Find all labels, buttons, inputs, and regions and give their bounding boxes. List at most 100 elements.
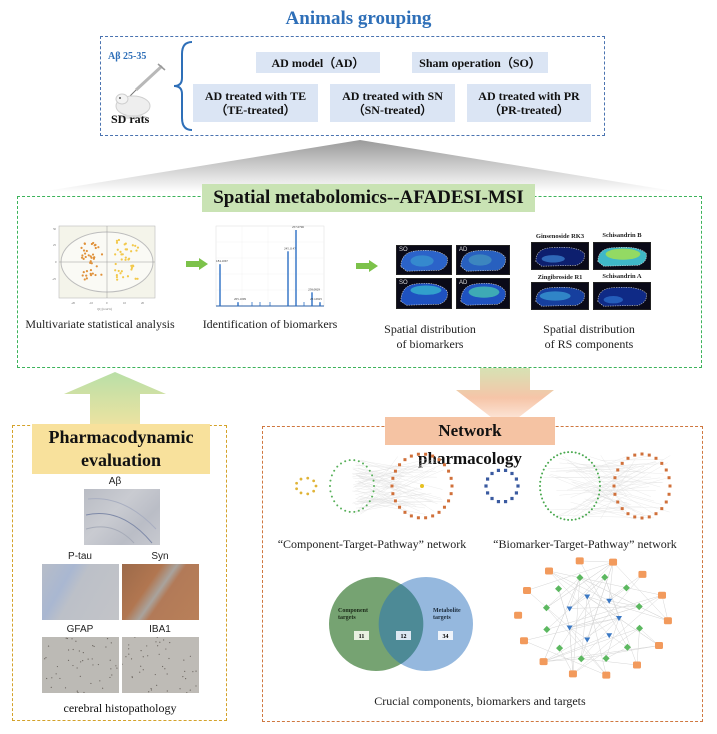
score-point <box>85 274 88 277</box>
pathway-node <box>416 452 420 456</box>
group-sublabel: （SN-treated） <box>352 103 433 117</box>
arrow-down-icon <box>456 368 554 428</box>
target-node <box>542 501 545 504</box>
pathway-node <box>437 510 441 514</box>
group-label: AD treated with SN <box>342 89 443 103</box>
funnel-gradient-shape <box>40 140 680 192</box>
target-node <box>663 617 672 625</box>
target-node <box>595 468 598 471</box>
score-point <box>85 277 88 280</box>
target-node <box>570 518 573 521</box>
target-node <box>329 479 332 482</box>
group-label: AD model（AD） <box>271 55 365 70</box>
target-node <box>539 493 542 496</box>
score-point <box>124 256 127 259</box>
cell-dot <box>109 676 111 679</box>
score-point <box>81 274 84 277</box>
score-point <box>87 254 90 257</box>
injection-label: Aβ 25-35 <box>108 51 147 62</box>
score-point <box>80 246 83 249</box>
target-node <box>575 557 584 565</box>
component-node <box>312 479 316 483</box>
cell-dot <box>79 675 81 677</box>
cell-dot <box>189 689 191 691</box>
cell-dot <box>115 665 117 667</box>
hub-node <box>420 484 424 488</box>
cell-dot <box>66 637 69 640</box>
arrow-up-icon <box>64 372 166 432</box>
score-point <box>120 253 123 256</box>
score-point <box>115 275 119 279</box>
component-node <box>306 492 310 496</box>
cell-dot <box>150 689 153 691</box>
cell-dot <box>67 649 70 651</box>
cell-dot <box>156 684 158 686</box>
component-target-pathway-network <box>295 452 454 520</box>
venn-count-overlap: 12 <box>401 634 407 640</box>
target-node <box>329 485 331 487</box>
pathway-node <box>416 516 420 520</box>
target-node <box>581 454 584 457</box>
score-point <box>116 248 119 251</box>
ms-peak-label: 221.0925 <box>310 297 322 301</box>
caption-spatial-rs-components: Spatial distribution of RS components <box>524 322 654 352</box>
cell-dot <box>164 668 166 670</box>
y-tick: -25 <box>52 277 56 281</box>
biomarker-node <box>602 654 610 662</box>
target-node <box>348 459 351 462</box>
cell-dot <box>76 690 78 692</box>
cell-dot <box>116 667 118 669</box>
group-te-treated: AD treated with TE （TE-treated） <box>193 84 318 122</box>
cell-dot <box>110 642 112 644</box>
msi-group-label: SO <box>399 280 408 286</box>
caption-line: Spatial distribution <box>384 322 476 336</box>
arrow-right-icon <box>356 260 378 272</box>
target-node <box>585 513 588 516</box>
biomarker-node <box>490 471 494 476</box>
pathway-node <box>409 454 413 458</box>
target-node <box>593 504 596 507</box>
pathway-node <box>447 499 451 503</box>
score-point <box>95 265 98 268</box>
cell-dot <box>195 685 197 687</box>
cell-dot <box>140 650 142 652</box>
pathway-node <box>613 476 617 480</box>
score-point <box>89 261 92 265</box>
rs-msi-image <box>531 282 589 310</box>
score-point <box>117 238 121 242</box>
caption-ctp-network: “Component-Target-Pathway” network <box>277 537 467 551</box>
rs-msi-image <box>593 242 651 270</box>
score-point <box>117 269 120 273</box>
cell-dot <box>50 686 52 688</box>
target-node <box>563 451 566 454</box>
pathway-node <box>633 453 637 457</box>
mass-spectrum-plot: 184.1067205.1009245.1147257.0796258.0829… <box>215 225 325 307</box>
component-node <box>584 594 591 600</box>
caption-identification-biomarkers: Identification of biomarkers <box>202 317 338 331</box>
score-point <box>82 257 85 260</box>
msi-group-label: AD <box>459 247 468 253</box>
rs-component-label: Schisandrin B <box>602 232 642 239</box>
histology-image-abeta <box>84 489 160 545</box>
section-title-network-pharmacology: Network pharmacology <box>385 417 555 468</box>
cell-dot <box>80 661 82 663</box>
target-node <box>568 670 577 678</box>
x-tick: 0 <box>106 301 108 305</box>
group-sn-treated: AD treated with SN （SN-treated） <box>330 84 455 122</box>
pathway-node <box>447 469 451 473</box>
target-node <box>588 458 591 461</box>
target-node <box>598 489 601 492</box>
x-tick: 20 <box>141 301 145 305</box>
biomarker-node <box>484 484 488 488</box>
pathway-node <box>620 507 624 511</box>
cell-dot <box>91 658 93 660</box>
cell-dot <box>184 670 186 672</box>
cell-dot <box>183 659 185 661</box>
score-point <box>116 278 119 281</box>
pathway-node <box>393 469 397 473</box>
target-node <box>595 501 598 504</box>
target-node <box>585 456 588 459</box>
target-node <box>602 671 611 679</box>
score-point <box>125 248 128 251</box>
target-node <box>544 504 547 507</box>
